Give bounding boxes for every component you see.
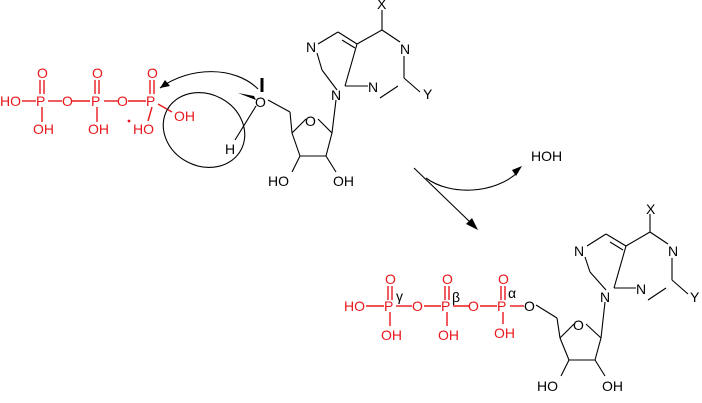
reactant-p3: P [146, 93, 155, 109]
product-phosphate-bonds [366, 286, 524, 326]
reaction-arrows [413, 166, 522, 230]
reactant-ring-oh: OH [333, 173, 354, 189]
reactant-p2: P [91, 93, 100, 109]
reactant-o-top1: O [37, 65, 48, 81]
reactant-oh-right: OH [174, 108, 195, 124]
product-molecule: HO P O P O P O O O OH OH OH γ β α O O HO… [344, 201, 700, 394]
product-base-y: Y [690, 289, 700, 305]
alpha-label: α [508, 285, 516, 301]
product-ribose-ring [556, 301, 606, 377]
product-o-bridge2: O [468, 298, 479, 314]
reactant-n3: N [368, 79, 378, 95]
reactant-oh-bottom2: OH [88, 121, 109, 137]
reactant-ho-bottom3: HO [133, 121, 154, 137]
reactant-n7: N [306, 39, 316, 55]
leaving-water-ellipse [162, 92, 246, 168]
reactant-base-x: X [377, 0, 387, 12]
product-p-beta: P [441, 298, 450, 314]
product-ring-oh: OH [602, 378, 623, 394]
reactant-ring-o: O [305, 113, 316, 129]
product-purine [584, 214, 689, 301]
reactant-p1: P [36, 93, 45, 109]
reactant-phosphate-bonds [22, 80, 173, 122]
lone-pair-dot [127, 119, 131, 123]
nucleophilic-attack-arrow [159, 71, 259, 90]
wedge-bond [238, 93, 256, 100]
attack-arrowhead [160, 80, 170, 88]
reactant-ribose-oxygen: O [255, 94, 266, 110]
product-left-ho: HO [344, 298, 365, 314]
beta-label: β [452, 289, 460, 305]
product-base-x: X [646, 201, 656, 217]
product-n9: N [600, 289, 610, 305]
reactant-o-top3: O [147, 65, 158, 81]
reactant-oh-bottom1: OH [33, 121, 54, 137]
reactant-o-bridge1: O [62, 93, 73, 109]
byproduct-water: HOH [531, 148, 562, 164]
reactant-n9: N [331, 87, 341, 103]
reactant-base-y: Y [423, 86, 433, 102]
product-oh-bottom1: OH [381, 327, 402, 343]
reactant-hydrogen: H [225, 141, 235, 157]
product-o-top3: O [498, 271, 509, 287]
product-ring-o: O [573, 317, 584, 333]
product-oh-bottom2: OH [438, 327, 459, 343]
reactant-molecule: HO P O P O P O O O OH OH HO OH O H [0, 0, 433, 189]
reactant-o-bridge2: O [117, 93, 128, 109]
gamma-label: γ [396, 288, 403, 304]
product-ring-ho: HO [537, 378, 558, 394]
reactant-o-top2: O [92, 65, 103, 81]
product-n1: N [668, 243, 678, 259]
product-o-top1: O [385, 271, 396, 287]
product-n3: N [636, 281, 646, 297]
reactant-n1: N [400, 41, 410, 57]
reactant-purine [316, 10, 421, 99]
reactant-left-ho: HO [0, 93, 21, 109]
reactant-ribose-ring [289, 99, 337, 173]
reactant-ring-ho: HO [268, 173, 289, 189]
product-p-alpha: P [497, 298, 506, 314]
product-n7: N [574, 243, 584, 259]
product-p-gamma: P [384, 298, 393, 314]
product-o-link: O [524, 298, 535, 314]
product-oh-bottom3: OH [494, 325, 515, 341]
product-o-top2: O [442, 271, 453, 287]
product-o-bridge1: O [412, 298, 423, 314]
